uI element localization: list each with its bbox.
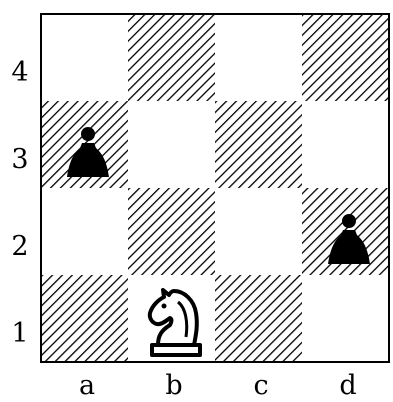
rank-labels: 4 3 2 1 (11, 57, 28, 349)
square-c4 (215, 14, 302, 101)
square-b2 (128, 188, 215, 275)
square-d3 (302, 101, 389, 188)
rank-label-4: 4 (11, 57, 28, 88)
white-knight-b1-icon (150, 290, 200, 355)
square-c2 (215, 188, 302, 275)
square-b3 (128, 101, 215, 188)
square-c3 (215, 101, 302, 188)
file-label-b: b (165, 370, 182, 401)
rank-label-1: 1 (11, 318, 28, 349)
square-d4 (302, 14, 389, 101)
square-a1 (41, 275, 128, 362)
file-label-d: d (339, 370, 356, 401)
square-c1 (215, 275, 302, 362)
file-label-a: a (79, 370, 95, 401)
file-label-c: c (253, 370, 268, 401)
square-b4 (128, 14, 215, 101)
square-a2 (41, 188, 128, 275)
file-labels: a b c d (79, 370, 357, 401)
square-a4 (41, 14, 128, 101)
rank-label-3: 3 (11, 144, 28, 175)
square-d1 (302, 275, 389, 362)
board-squares (41, 14, 389, 362)
rank-label-2: 2 (11, 231, 28, 262)
